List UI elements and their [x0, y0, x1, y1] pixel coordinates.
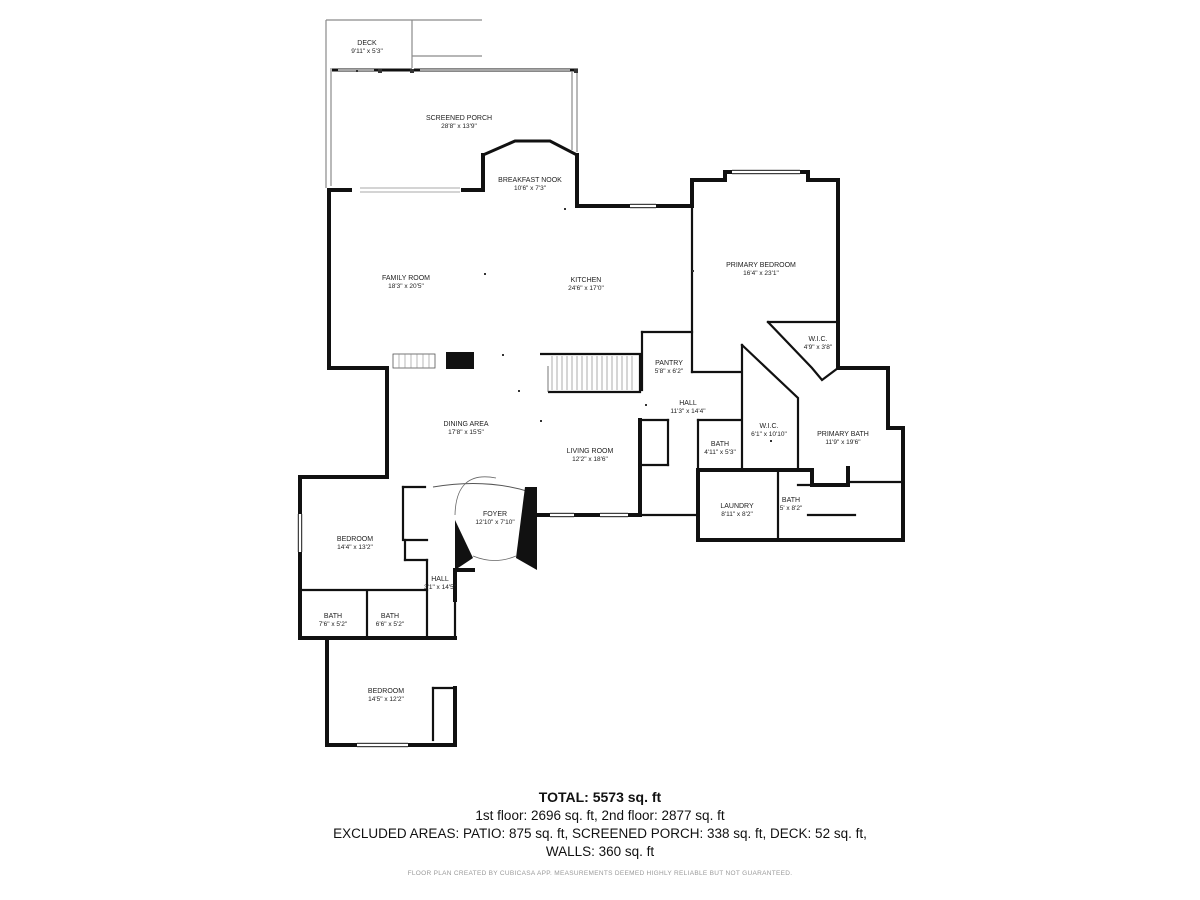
- svg-text:6'6" x 5'2": 6'6" x 5'2": [376, 621, 405, 628]
- svg-text:HALL: HALL: [679, 400, 697, 407]
- room-hall-side: HALL 3'1" x 14'5": [424, 576, 457, 591]
- svg-text:14'4" x 13'2": 14'4" x 13'2": [337, 544, 373, 551]
- svg-text:HALL: HALL: [431, 576, 449, 583]
- svg-text:16'4" x 23'1": 16'4" x 23'1": [743, 270, 779, 277]
- room-screened-porch: SCREENED PORCH 28'8" x 13'9": [426, 115, 492, 130]
- svg-text:BEDROOM: BEDROOM: [368, 688, 404, 695]
- svg-text:6'1" x 10'10": 6'1" x 10'10": [751, 431, 787, 438]
- svg-text:4'9" x 3'8": 4'9" x 3'8": [804, 344, 833, 351]
- room-family-room: FAMILY ROOM 18'3" x 20'5": [382, 275, 430, 290]
- svg-text:LAUNDRY: LAUNDRY: [720, 503, 754, 510]
- room-kitchen: KITCHEN 24'6" x 17'0": [568, 277, 604, 292]
- room-bath-left: BATH 7'6" x 5'2": [319, 613, 348, 628]
- bay-window: [482, 139, 578, 157]
- room-wic-small: W.I.C. 4'9" x 3'8": [804, 336, 833, 351]
- room-bath-small: BATH 5' x 8'2": [780, 497, 803, 512]
- wall-ticks: [356, 69, 772, 442]
- disclaimer: FLOOR PLAN CREATED BY CUBICASA APP. MEAS…: [407, 870, 793, 877]
- room-laundry: LAUNDRY 8'11" x 8'2": [720, 503, 754, 518]
- window-frames: [297, 169, 800, 748]
- room-pantry: PANTRY 5'8" x 6'2": [655, 360, 684, 375]
- svg-text:4'11" x 5'3": 4'11" x 5'3": [704, 449, 736, 456]
- svg-text:SCREENED PORCH: SCREENED PORCH: [426, 115, 492, 122]
- svg-text:3'1" x 14'5": 3'1" x 14'5": [424, 584, 457, 591]
- room-bath-right: BATH 6'6" x 5'2": [376, 613, 405, 628]
- svg-text:PRIMARY BATH: PRIMARY BATH: [817, 431, 869, 438]
- windows: [299, 171, 800, 746]
- floor-plan: DECK 9'11" x 5'3" SCREENED PORCH 28'8" x…: [297, 19, 905, 748]
- svg-text:18'3" x 20'5": 18'3" x 20'5": [388, 283, 424, 290]
- svg-text:BATH: BATH: [381, 613, 399, 620]
- room-deck: DECK 9'11" x 5'3": [351, 40, 383, 55]
- svg-text:PANTRY: PANTRY: [655, 360, 683, 367]
- room-bedroom-upper: BEDROOM 14'4" x 13'2": [337, 536, 374, 551]
- porch-outline: [325, 19, 578, 188]
- svg-text:BREAKFAST NOOK: BREAKFAST NOOK: [498, 177, 562, 184]
- svg-text:8'11" x 8'2": 8'11" x 8'2": [721, 511, 753, 518]
- total-area: TOTAL: 5573 sq. ft: [538, 789, 662, 805]
- svg-text:LIVING ROOM: LIVING ROOM: [567, 448, 614, 455]
- interior-walls: [298, 204, 905, 742]
- svg-text:KITCHEN: KITCHEN: [571, 277, 602, 284]
- room-living-room: LIVING ROOM 12'2" x 18'6": [567, 448, 614, 463]
- room-breakfast-nook: BREAKFAST NOOK 10'6" x 7'3": [498, 177, 562, 192]
- fireplace: [392, 352, 474, 369]
- area-summary: TOTAL: 5573 sq. ft 1st floor: 2696 sq. f…: [0, 788, 1200, 861]
- svg-text:12'10" x 7'10": 12'10" x 7'10": [475, 519, 515, 526]
- svg-text:BATH: BATH: [711, 441, 729, 448]
- svg-text:FOYER: FOYER: [483, 511, 507, 518]
- room-labels: DECK 9'11" x 5'3" SCREENED PORCH 28'8" x…: [319, 40, 869, 703]
- svg-text:7'6" x 5'2": 7'6" x 5'2": [319, 621, 348, 628]
- room-bedroom-lower: BEDROOM 14'5" x 12'2": [368, 688, 405, 703]
- svg-text:11'9" x 19'6": 11'9" x 19'6": [825, 439, 861, 446]
- floor-areas: 1st floor: 2696 sq. ft, 2nd floor: 2877 …: [475, 808, 725, 823]
- staircase: [540, 352, 642, 394]
- svg-text:12'2" x 18'6": 12'2" x 18'6": [572, 456, 608, 463]
- foyer-walls: [432, 476, 537, 570]
- svg-text:9'11" x 5'3": 9'11" x 5'3": [351, 48, 383, 55]
- svg-text:FAMILY ROOM: FAMILY ROOM: [382, 275, 430, 282]
- excluded-areas: EXCLUDED AREAS: PATIO: 875 sq. ft, SCREE…: [333, 826, 867, 841]
- svg-text:BEDROOM: BEDROOM: [337, 536, 373, 543]
- svg-text:5'8" x 6'2": 5'8" x 6'2": [655, 368, 684, 375]
- room-hall-main: HALL 11'3" x 14'4": [670, 400, 706, 415]
- svg-text:BATH: BATH: [782, 497, 800, 504]
- room-foyer: FOYER 12'10" x 7'10": [475, 511, 515, 526]
- svg-text:14'5" x 12'2": 14'5" x 12'2": [368, 696, 404, 703]
- room-primary-bedroom: PRIMARY BEDROOM 16'4" x 23'1": [726, 262, 796, 277]
- svg-text:DECK: DECK: [357, 40, 377, 47]
- room-primary-bath: PRIMARY BATH 11'9" x 19'6": [817, 431, 869, 446]
- room-wic-large: W.I.C. 6'1" x 10'10": [751, 423, 787, 438]
- svg-text:BATH: BATH: [324, 613, 342, 620]
- room-bath-hall: BATH 4'11" x 5'3": [704, 441, 736, 456]
- svg-text:24'6" x 17'0": 24'6" x 17'0": [568, 285, 604, 292]
- room-dining-area: DINING AREA 17'8" x 15'5": [443, 421, 488, 436]
- svg-text:10'6" x 7'3": 10'6" x 7'3": [514, 185, 547, 192]
- svg-text:W.I.C.: W.I.C.: [759, 423, 778, 430]
- svg-text:28'8" x 13'9": 28'8" x 13'9": [441, 123, 477, 130]
- svg-text:W.I.C.: W.I.C.: [808, 336, 827, 343]
- svg-text:5' x 8'2": 5' x 8'2": [780, 505, 803, 512]
- svg-text:17'8" x 15'5": 17'8" x 15'5": [448, 429, 484, 436]
- svg-text:DINING AREA: DINING AREA: [443, 421, 488, 428]
- walls-area: WALLS: 360 sq. ft: [545, 844, 655, 859]
- svg-text:11'3" x 14'4": 11'3" x 14'4": [670, 408, 706, 415]
- svg-text:PRIMARY BEDROOM: PRIMARY BEDROOM: [726, 262, 796, 269]
